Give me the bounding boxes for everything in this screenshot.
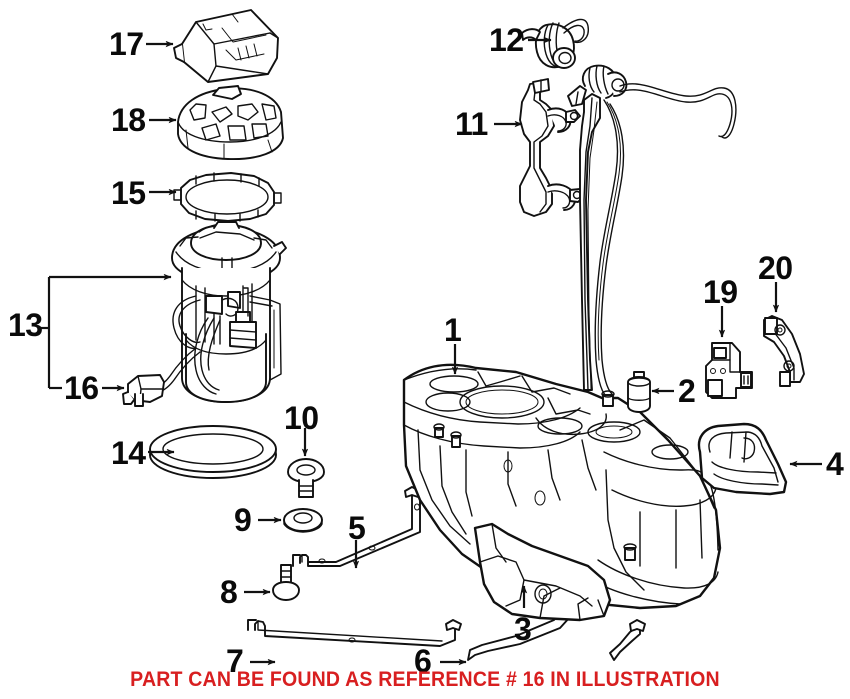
callout-leaders bbox=[40, 36, 822, 666]
callout-label-4: 4 bbox=[826, 446, 844, 482]
part-fuel-tank-skid-plate bbox=[473, 522, 612, 622]
part-mounting-stud bbox=[287, 458, 325, 498]
part-tank-seal-ring bbox=[149, 425, 277, 479]
part-pump-cover-lid bbox=[173, 9, 279, 83]
part-fuel-tank-grommet bbox=[627, 371, 651, 413]
part-filler-pipe-and-evap-lines bbox=[567, 64, 737, 397]
callout-label-14: 14 bbox=[111, 435, 146, 471]
part-strap-washer bbox=[283, 508, 323, 533]
part-fuel-pump-assembly bbox=[122, 221, 287, 407]
callout-label-5: 5 bbox=[348, 510, 366, 546]
part-fuel-tank-strap-left bbox=[247, 619, 462, 647]
callout-label-16: 16 bbox=[64, 370, 99, 406]
callout-label-12: 12 bbox=[489, 22, 524, 58]
part-fuel-line-bracket bbox=[763, 315, 805, 387]
part-fuel-line-clip bbox=[705, 342, 753, 399]
part-heat-shield bbox=[697, 422, 788, 496]
callout-label-8: 8 bbox=[220, 574, 238, 610]
part-filler-neck-bracket bbox=[519, 78, 585, 217]
callout-label-10: 10 bbox=[284, 400, 319, 436]
callout-label-19: 19 bbox=[703, 274, 738, 310]
callout-label-11: 11 bbox=[455, 106, 488, 142]
part-pump-cover-housing bbox=[177, 85, 284, 160]
callout-label-9: 9 bbox=[234, 502, 252, 538]
part-strap-bolt bbox=[272, 564, 300, 601]
callout-label-17: 17 bbox=[109, 26, 144, 62]
part-lock-ring bbox=[173, 172, 282, 222]
callout-label-20: 20 bbox=[758, 250, 793, 286]
callout-label-18: 18 bbox=[111, 102, 146, 138]
callout-label-3: 3 bbox=[514, 611, 532, 647]
part-pump-wiring-connector bbox=[122, 374, 165, 407]
callout-label-2: 2 bbox=[678, 373, 696, 409]
callout-label-13: 13 bbox=[8, 307, 43, 343]
reference-footnote: PART CAN BE FOUND AS REFERENCE # 16 IN I… bbox=[130, 668, 720, 691]
callout-label-7: 7 bbox=[226, 643, 244, 679]
part-fuel-cap bbox=[521, 18, 589, 69]
callout-label-6: 6 bbox=[414, 643, 432, 679]
callout-label-15: 15 bbox=[111, 175, 146, 211]
callout-label-1: 1 bbox=[444, 312, 462, 348]
